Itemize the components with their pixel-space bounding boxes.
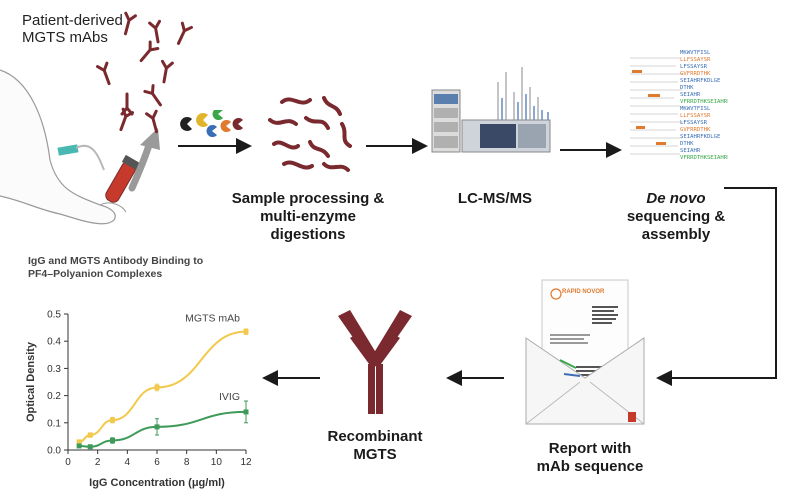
- sequence-fragment: SEIAHR: [680, 148, 701, 154]
- x-axis-label: IgG Concentration (μg/ml): [89, 477, 225, 489]
- sequence-fragment: LLFSSAYSR: [680, 113, 711, 119]
- peptide-icon: [322, 162, 350, 172]
- enzyme-icon: [232, 118, 243, 130]
- data-point: [76, 439, 82, 445]
- sequence-fragment: VFRRDTHKSEIAHRF: [680, 155, 728, 161]
- y-tick-label: 0.5: [47, 310, 61, 321]
- recombinant-antibody-icon: [338, 310, 412, 414]
- enzyme-icon: [212, 110, 223, 120]
- arm-illustration: [0, 69, 160, 225]
- step-sample-processing: Sample processing & multi-enzyme digesti…: [231, 190, 385, 243]
- sequence-fragment: GVFRRDTHK: [680, 127, 711, 133]
- y-tick-label: 0.2: [47, 391, 61, 402]
- envelope-body: [525, 337, 645, 425]
- peptide-icon: [282, 160, 314, 170]
- sequence-fragment: SEIAHR: [680, 92, 701, 98]
- sequence-fragment: VFRRDTHKSEIAHRF: [680, 99, 728, 105]
- brand-logo-icon: [550, 288, 562, 300]
- x-tick-label: 4: [125, 457, 131, 468]
- report-brand: RAPID NOVOR: [562, 289, 605, 295]
- step-lcms: LC-MS/MS: [457, 190, 533, 207]
- x-tick-label: 6: [154, 457, 160, 468]
- sequence-fragment: LFSSAYSR: [680, 64, 707, 70]
- x-tick-label: 12: [240, 457, 252, 468]
- sequence-fragment: SEIAHRFKDLGE: [680, 134, 721, 140]
- data-point: [154, 424, 160, 430]
- series-line: [79, 410, 247, 448]
- seal-icon: [628, 412, 636, 422]
- data-point: [110, 437, 115, 443]
- peptide-fragments: [268, 96, 352, 172]
- enzyme-icon: [180, 117, 192, 131]
- x-tick-label: 2: [95, 457, 101, 468]
- data-point: [76, 443, 82, 449]
- enzyme-icon: [196, 113, 208, 127]
- peptide-icon: [340, 122, 352, 148]
- data-point: [154, 384, 160, 390]
- step-recombinant: Recombinant MGTS: [327, 428, 423, 463]
- sequence-fragment: DTHK: [680, 85, 694, 91]
- sequence-fragment: MKWVTFISL: [680, 106, 711, 112]
- step-report: Report with mAb sequence: [536, 440, 644, 475]
- data-point: [87, 432, 93, 438]
- y-tick-label: 0.1: [47, 418, 61, 429]
- x-tick-label: 0: [65, 457, 71, 468]
- series-label: IVIG: [219, 391, 240, 403]
- y-tick-label: 0.0: [47, 446, 61, 457]
- enzyme-icon: [220, 120, 231, 132]
- y-tick-label: 0.4: [47, 337, 61, 348]
- peptide-icon: [272, 140, 300, 150]
- sequence-fragment: LFSSAYSR: [680, 120, 707, 126]
- series-line: [78, 330, 247, 443]
- series-label: MGTS mAb: [185, 313, 240, 325]
- enzyme-icon: [206, 125, 217, 137]
- data-point: [243, 329, 249, 335]
- tourniquet-band: [57, 144, 79, 156]
- upward-arrow-head: [140, 128, 160, 150]
- patient-label: Patient-derived MGTS mAbs: [22, 12, 123, 46]
- blood-tube-icon: [105, 154, 142, 203]
- peptide-icon: [280, 97, 312, 105]
- data-point: [110, 417, 115, 423]
- x-tick-label: 10: [211, 457, 223, 468]
- sequence-fragment: GVFRRDTHK: [680, 71, 711, 77]
- report-envelope: [525, 279, 645, 425]
- enzyme-icons: [180, 110, 243, 137]
- sequence-fragment: SEIAHRFKDLGE: [680, 78, 721, 84]
- y-axis-label: Optical Density: [25, 341, 37, 422]
- mass-spectrum: [497, 67, 539, 122]
- data-point: [243, 409, 249, 415]
- data-point: [87, 444, 93, 450]
- thumb-outline: [99, 202, 127, 213]
- step-denovo: De novo sequencing & assembly: [626, 190, 726, 243]
- figure-caption: IgG and MGTS Antibody Binding to PF4–Pol…: [28, 255, 204, 280]
- alignment-bars: [630, 57, 684, 155]
- sequence-fragment: DTHK: [680, 141, 694, 147]
- sequence-fragment: MKWVTFISL: [680, 50, 711, 56]
- peptide-icon: [268, 118, 298, 126]
- arm-shape: [0, 69, 116, 225]
- arrow-to-report: [656, 187, 777, 386]
- y-tick-label: 0.3: [47, 364, 61, 375]
- sequence-fragment: LLFSSAYSR: [680, 57, 711, 63]
- peptide-icon: [308, 140, 330, 158]
- peptide-icon: [322, 96, 342, 116]
- peptide-icon: [304, 116, 330, 130]
- x-tick-label: 8: [184, 457, 190, 468]
- iv-tubing: [75, 144, 105, 171]
- lcms-instrument: [431, 67, 551, 153]
